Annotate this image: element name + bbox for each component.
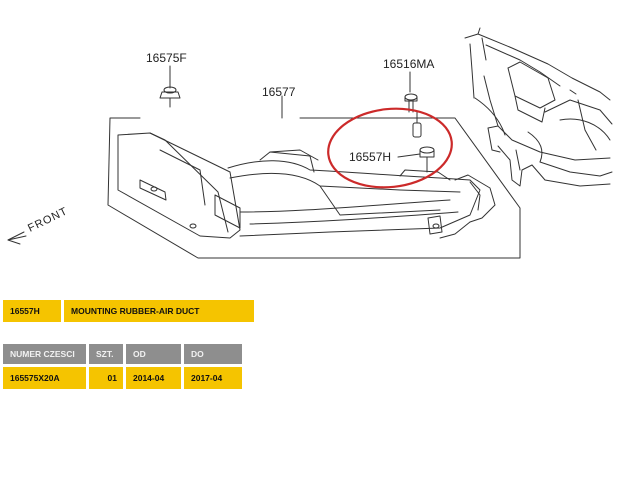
callout-16516ma: 16516MA: [383, 57, 434, 71]
front-label: FRONT: [26, 205, 70, 235]
front-arrow-icon: [7, 231, 27, 245]
header-part-number: NUMER CZESCI: [3, 344, 86, 364]
parts-diagram: 16575F 16516MA 16577 16557H FRONT: [7, 27, 613, 259]
callout-16557h: 16557H: [349, 150, 391, 164]
air-duct-16577: [117, 132, 496, 239]
cell-from: 2014-04: [126, 367, 181, 389]
bolt-16575f: [159, 86, 181, 108]
callout-16575f: 16575F: [146, 51, 187, 65]
highlight-circle: [327, 107, 453, 189]
bolt-16516ma: [404, 93, 422, 138]
callout-16577: 16577: [262, 85, 296, 99]
assembly-frame: [107, 117, 521, 259]
mounting-rubber-16557h: [419, 146, 435, 173]
air-box: [464, 27, 613, 187]
part-description: MOUNTING RUBBER-AIR DUCT: [64, 300, 254, 322]
cell-qty: 01: [89, 367, 123, 389]
cell-part-number: 165575X20A: [3, 367, 86, 389]
part-code: 16557H: [3, 300, 61, 322]
leader-16557h: [397, 153, 421, 158]
cell-to: 2017-04: [184, 367, 242, 389]
header-from: OD: [126, 344, 181, 364]
header-qty: SZT.: [89, 344, 123, 364]
header-to: DO: [184, 344, 242, 364]
